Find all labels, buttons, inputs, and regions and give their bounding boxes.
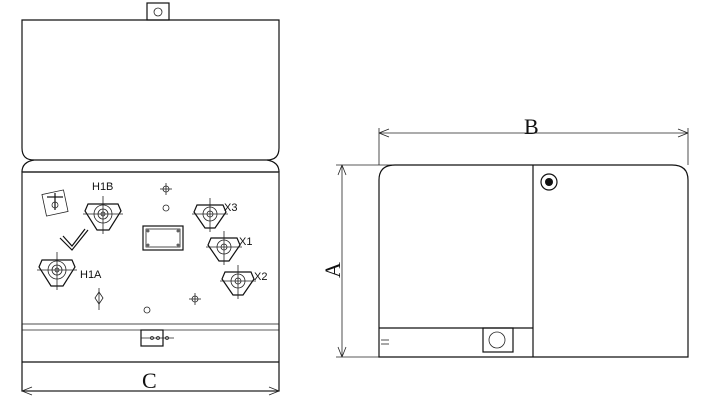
dimension-a: A — [320, 164, 395, 358]
mount-mark-icon — [160, 183, 172, 195]
ground-mark-icon — [381, 339, 389, 345]
label-x1: X1 — [239, 236, 252, 248]
knob-icon — [540, 173, 558, 191]
side-latch-icon — [482, 327, 514, 353]
dimension-label-b: B — [524, 114, 539, 139]
connector-x2-icon — [220, 265, 256, 299]
label-h1a: H1A — [80, 269, 102, 281]
side-enclosure-outline — [378, 164, 689, 358]
dimension-label-a: A — [320, 262, 345, 278]
latch-icon — [140, 329, 174, 347]
nameplate — [142, 225, 184, 251]
dimension-label-c: C — [142, 368, 157, 393]
bracket-icon — [59, 228, 89, 251]
label-x3: X3 — [224, 202, 237, 214]
hole-icon — [143, 306, 151, 314]
dimension-c: C — [21, 368, 280, 396]
connector-h1b-icon — [83, 196, 123, 234]
label-x2: X2 — [254, 271, 267, 283]
connector-x1-icon — [206, 231, 242, 265]
label-h1b: H1B — [92, 181, 113, 193]
switch-icon — [41, 189, 69, 217]
enclosure-body — [21, 171, 280, 392]
dimension-b: B — [378, 114, 689, 165]
side-view: B A — [320, 114, 689, 358]
mount-mark-icon — [94, 288, 104, 310]
lid-shoulder — [21, 159, 280, 173]
connector-h1a-icon — [37, 252, 77, 290]
lifting-tab — [146, 2, 170, 21]
front-view: H1B H1A — [21, 2, 280, 396]
hole-icon — [162, 204, 170, 212]
enclosure-lid — [21, 19, 280, 161]
connector-x3-icon — [192, 198, 228, 232]
mount-mark-icon — [189, 293, 201, 305]
mounting-plate — [21, 171, 280, 325]
